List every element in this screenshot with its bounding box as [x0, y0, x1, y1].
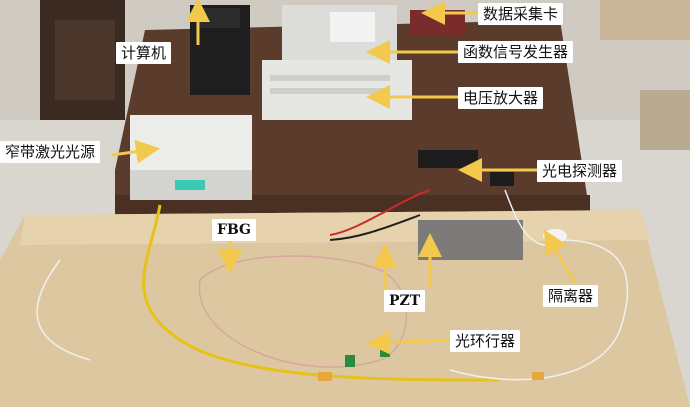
- label-circulator: 光环行器: [450, 330, 521, 352]
- label-photodetector: 光电探测器: [537, 160, 623, 182]
- label-daq: 数据采集卡: [478, 3, 564, 25]
- label-narrowband-laser: 窄带激光光源: [0, 141, 101, 163]
- label-voltage-amplifier: 电压放大器: [458, 87, 544, 109]
- label-fbg: FBG: [212, 219, 256, 241]
- label-computer: 计算机: [116, 42, 172, 64]
- label-isolator: 隔离器: [543, 285, 599, 307]
- label-pzt: PZT: [384, 290, 426, 312]
- label-function-generator: 函数信号发生器: [458, 41, 574, 63]
